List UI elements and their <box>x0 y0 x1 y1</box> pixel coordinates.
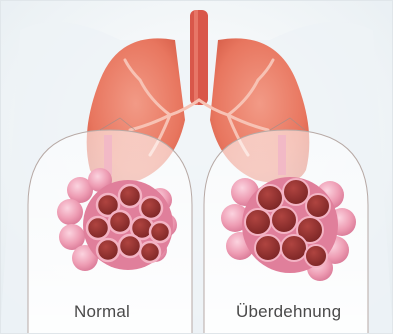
normal-label: Normal <box>74 302 130 322</box>
trachea <box>190 10 208 105</box>
overinflation-label: Überdehnung <box>236 302 341 322</box>
